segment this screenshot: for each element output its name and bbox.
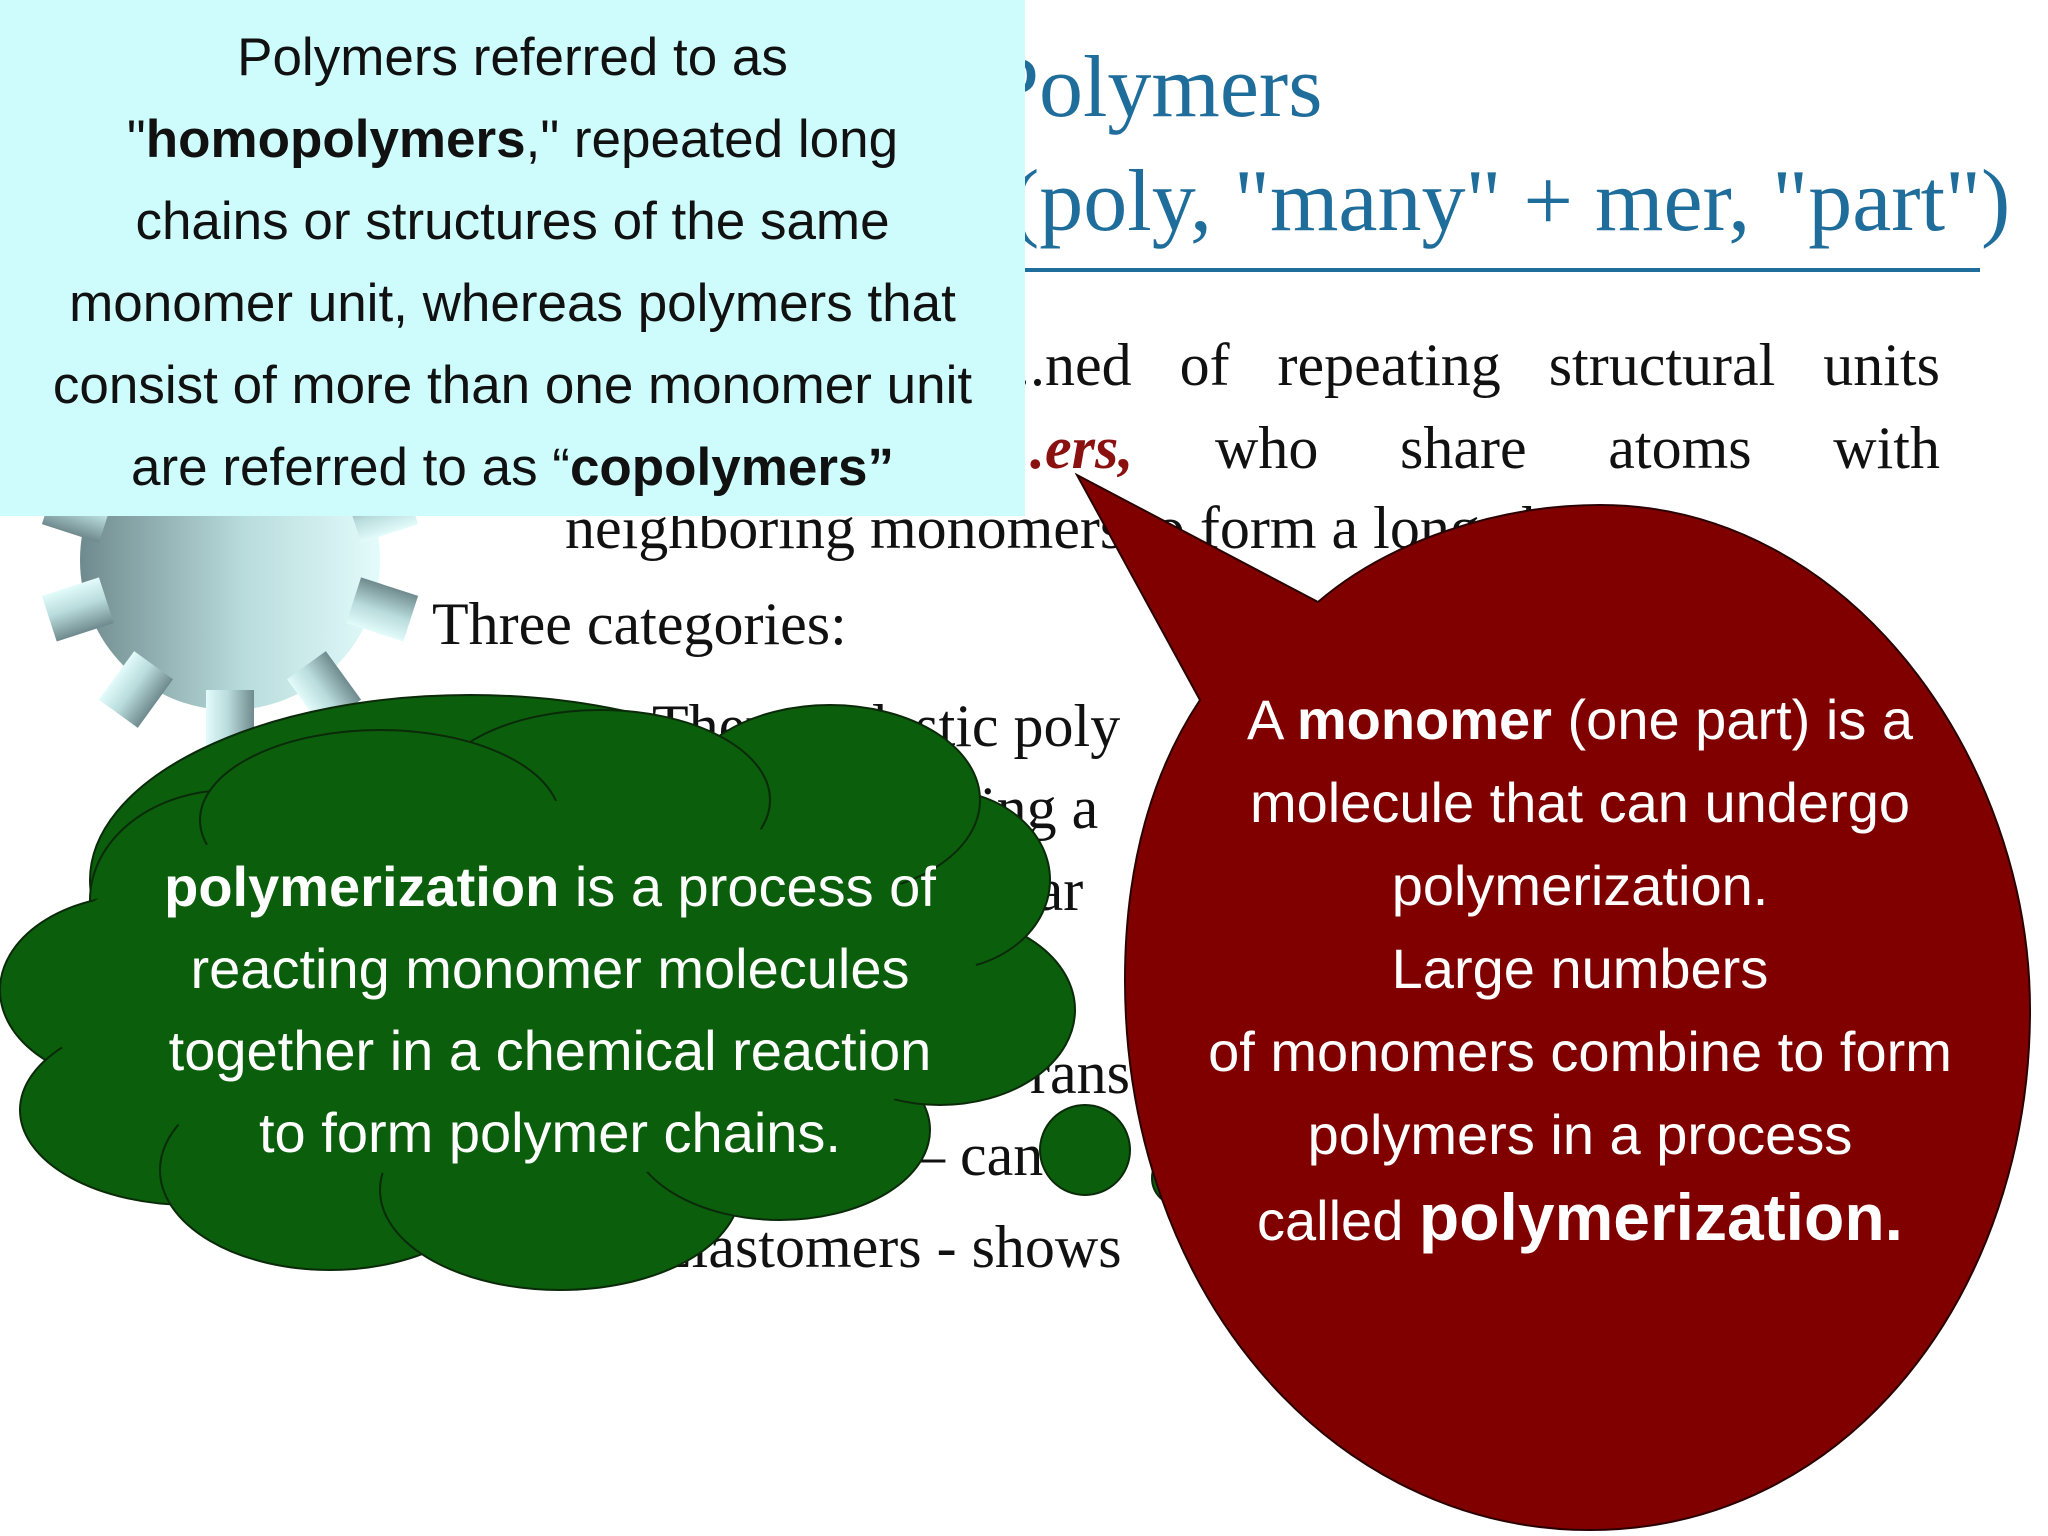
callout-line-4: monomer unit, whereas polymers that [69,274,956,333]
categories-heading: Three categories: [432,591,847,657]
slide-title-line-2: (poly, "many" + mer, "part") [1010,153,2011,250]
speech-bubble-text: A monomer (one part) is a molecule that … [1150,678,2010,1262]
cloud-term: polymerization [164,855,560,918]
callout-line-1: Polymers referred to as [237,28,788,87]
bubble-line-3: polymerization. [1391,854,1769,917]
bubble-line-1-post: (one part) is a [1551,688,1914,751]
definition-word: who [1215,415,1319,481]
definition-word: with [1833,415,1940,481]
category-3-text: Elastomers - shows [655,1214,1122,1280]
definition-word: of [1179,332,1230,398]
speech-bubble-shape [1074,472,2032,1532]
callout-line-2: "homopolymers," repeated long [0,99,1025,181]
bubble-line-5: of monomers combine to form [1208,1020,1952,1083]
cloud-line-4: to form polymer chains. [259,1101,841,1164]
callout-line-6-pre: are referred to as “ [131,438,570,497]
bubble-line-1-pre: A [1246,688,1297,751]
cloud-line-1-rest: is a process of [559,855,936,918]
cloud-line-3: together in a chemical reaction [168,1019,932,1082]
definition-line-1: ...ned of repeating structural units [1000,335,1940,395]
bubble-line-7: called polymerization. [1150,1176,2010,1262]
callout-term-homopolymers: homopolymers [145,110,526,169]
bubble-term: monomer [1296,688,1552,751]
gear-tooth [41,577,114,642]
bubble-term-2: polymerization. [1418,1180,1903,1254]
gear-tooth [346,577,419,642]
definition-word: structural [1548,332,1776,398]
bubble-line-2: molecule that can undergo [1250,771,1910,834]
callout-line-5: consist of more than one monomer unit [52,356,973,415]
callout-term-copolymers: copolymers” [569,438,894,497]
definition-word: units [1823,332,1940,398]
definition-word: share [1400,415,1527,481]
callout-line-3: chains or structures of the same [135,192,890,251]
cloud-line-2: reacting monomer molecules [190,937,910,1000]
definition-word: atoms [1608,415,1752,481]
cloud-line-1: polymerization is a process of [100,846,1000,928]
bubble-line-7-pre: called [1257,1189,1419,1252]
callout-line-2-post: ," repeated long [525,110,899,169]
bubble-line-6: polymers in a process [1307,1103,1853,1166]
gear-tooth [98,651,174,728]
slide-title-line-1: Polymers [990,39,1323,136]
bubble-line-4: Large numbers [1391,937,1769,1000]
bubble-line-1: A monomer (one part) is a [1150,678,2010,761]
definition-line-2: ...ers, who share atoms with [1000,418,1940,478]
homopolymer-callout: Polymers referred to as "homopolymers," … [0,0,1025,516]
callout-line-6: are referred to as “copolymers” [0,427,1025,509]
title-divider [990,268,1980,272]
thought-bubble-large [1039,1104,1131,1196]
callout-line-2-pre: " [126,110,146,169]
definition-word: repeating [1277,332,1501,398]
cloud-callout-text: polymerization is a process of reacting … [100,846,1000,1174]
